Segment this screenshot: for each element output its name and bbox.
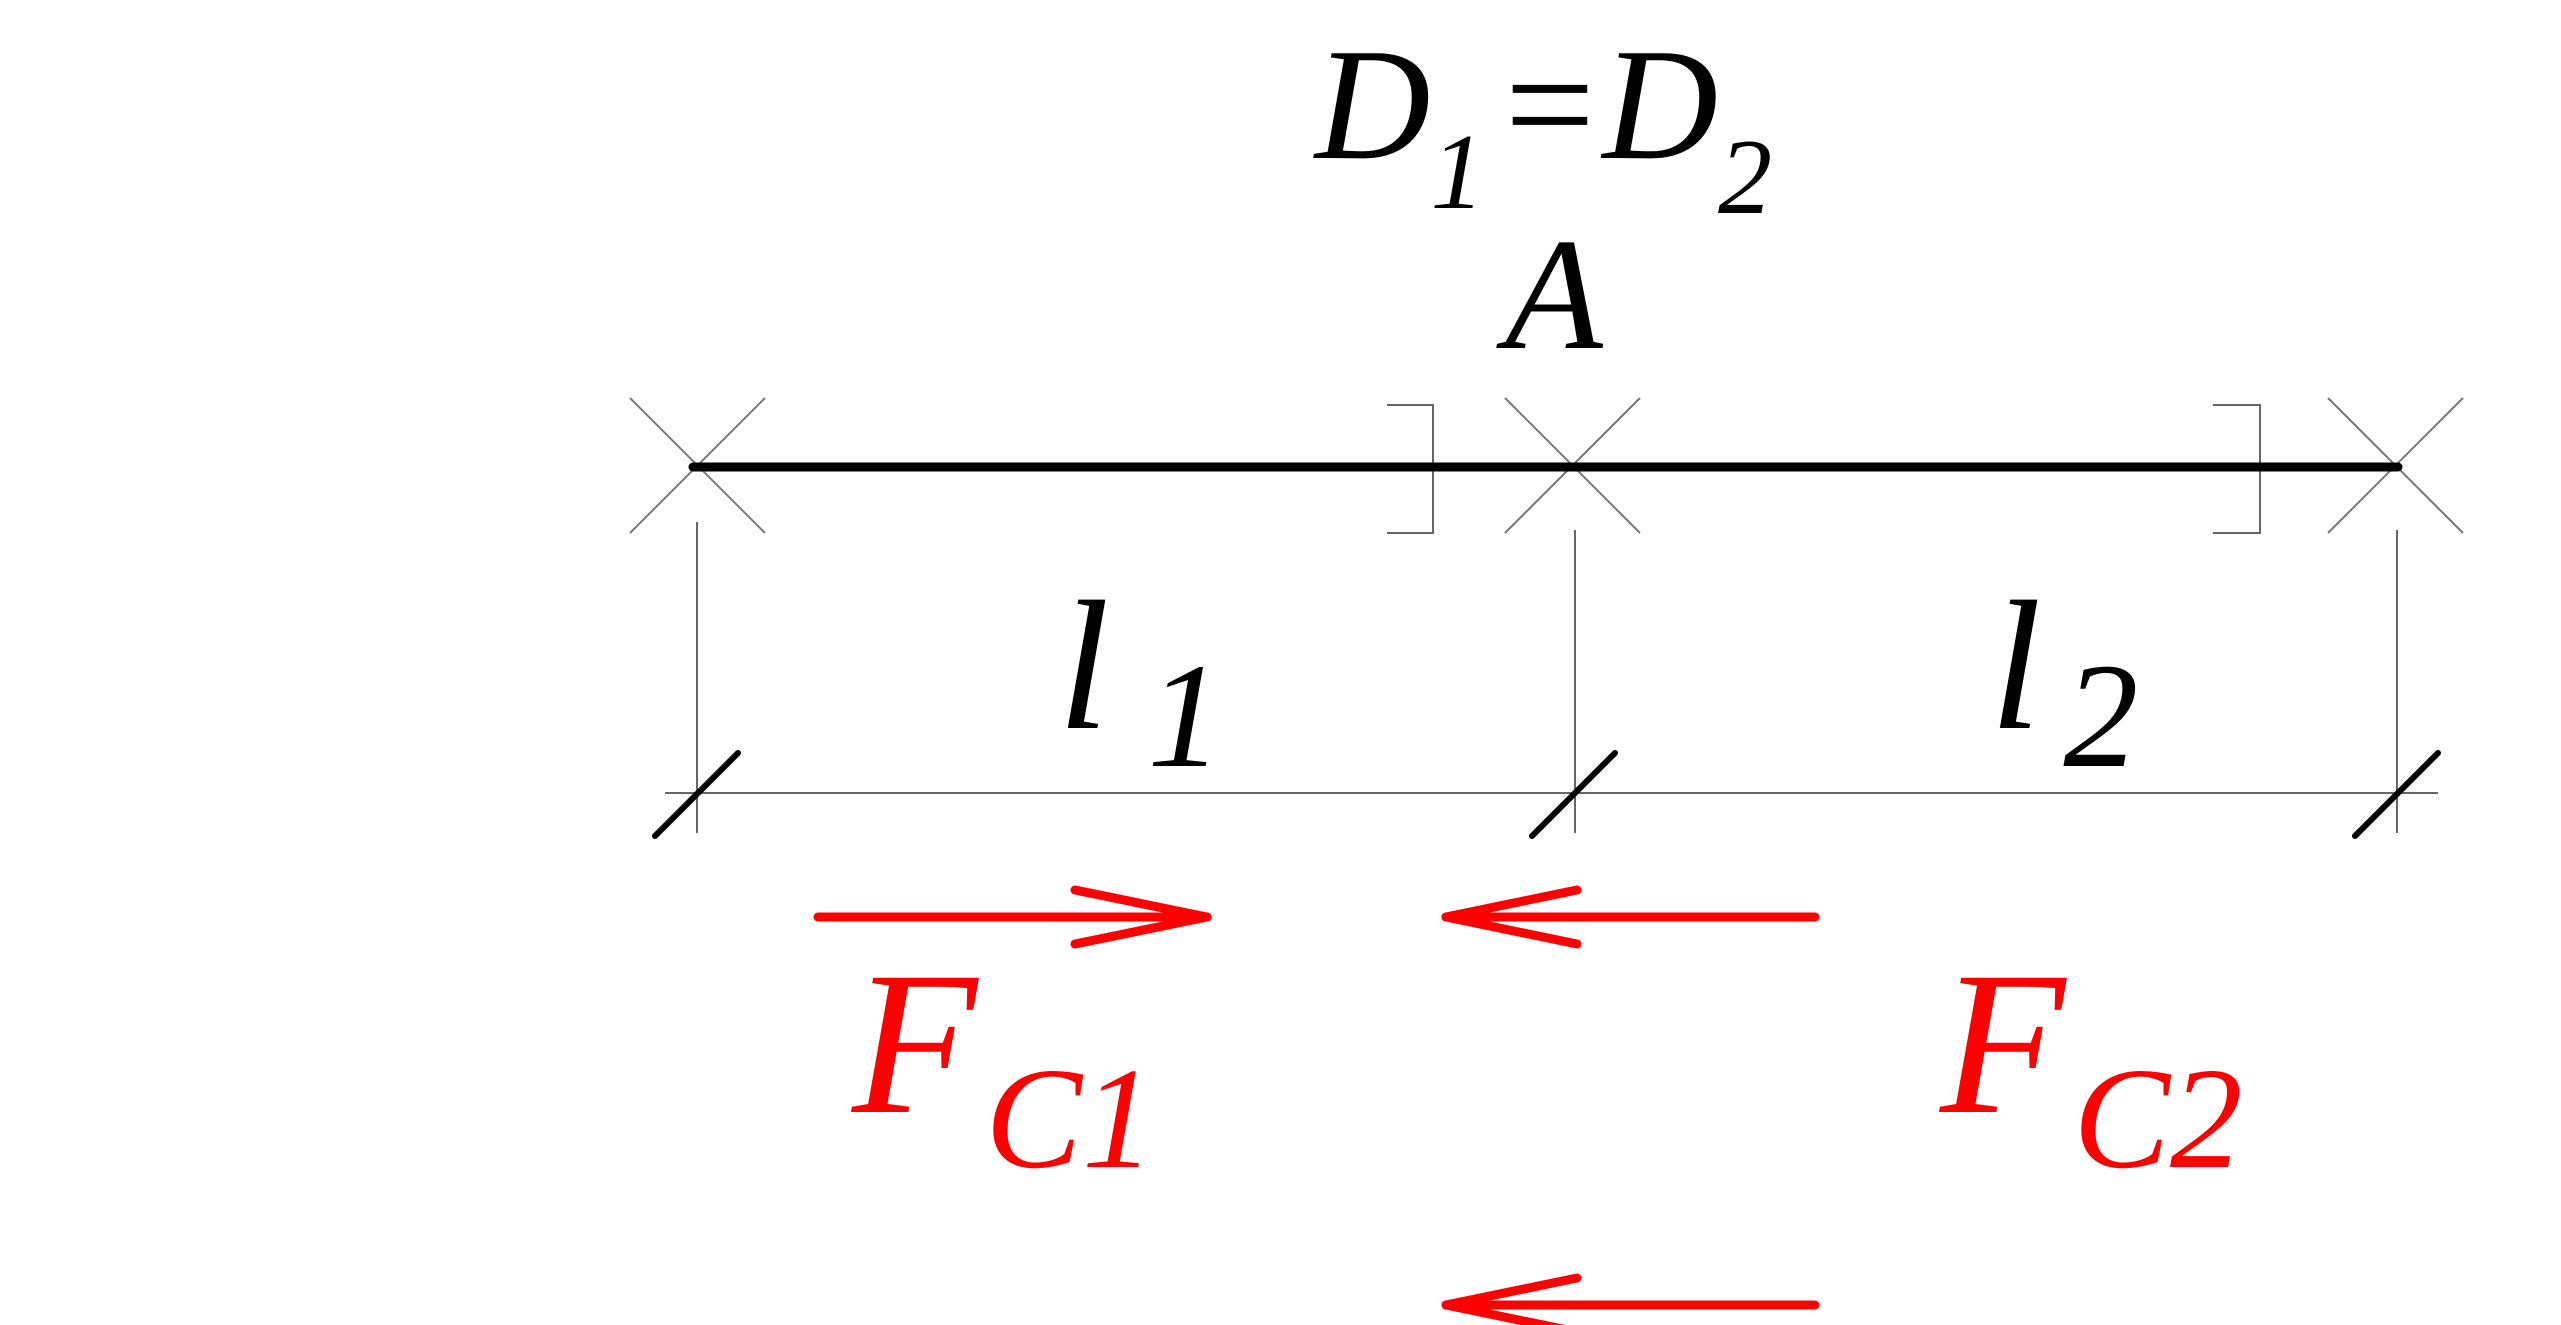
span-l2-symbol: l [1990, 564, 2041, 769]
span-l2-sub: 2 [2063, 633, 2138, 799]
equation-d2: D [1601, 15, 1719, 193]
dimension-lines [665, 522, 2438, 833]
node-label: A [1496, 205, 1604, 383]
force-label-fc1: FC1 [850, 930, 1154, 1199]
force-fc2-sub: C2 [2073, 1039, 2242, 1199]
equation-d1-sub: 1 [1431, 113, 1485, 232]
force-arrow-extra [1441, 1273, 1820, 1325]
dimension-ticks [652, 750, 2441, 839]
equation-equals: = [1495, 15, 1603, 193]
equation-d2-sub: 2 [1718, 118, 1772, 237]
force-arrow-fc2 [1441, 885, 1820, 949]
force-arrow-fc1 [813, 885, 1212, 949]
force-fc2-symbol: F [1938, 930, 2067, 1157]
dimension-tick-left [652, 750, 741, 839]
force-fc1-symbol: F [850, 930, 979, 1157]
force-fc1-sub: C1 [985, 1039, 1154, 1199]
span-l1-sub: 1 [1147, 633, 1222, 799]
dimension-tick-right [2352, 750, 2441, 839]
span-l1-symbol: l [1058, 564, 1109, 769]
dimension-tick-middle [1529, 750, 1618, 839]
equation-label: D1=D2 [1313, 15, 1772, 237]
equation-d1: D [1313, 15, 1431, 193]
force-label-fc2: FC2 [1938, 930, 2242, 1199]
